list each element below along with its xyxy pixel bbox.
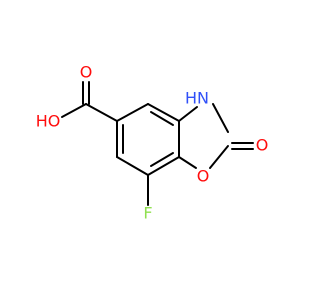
bond-c2ring-o	[209, 145, 229, 169]
carbonyl-oxygen-label: O	[80, 63, 93, 82]
bond-c3-n	[178, 106, 198, 122]
hydroxyl-label: HO	[36, 112, 61, 131]
fluorine-label: F	[143, 204, 152, 223]
nitrogen-label: N	[197, 89, 209, 108]
bond-c2-c3	[147, 103, 180, 122]
ring-oxygen-label: O	[197, 167, 210, 186]
molecule-structure: HO O N H O O F	[36, 63, 269, 223]
bond-inner-b	[150, 152, 174, 167]
bond-c4-c5	[147, 156, 180, 176]
bond-n-c2ring	[212, 103, 229, 133]
bond-o-c4	[178, 156, 197, 169]
bond-c1-carboxyl	[85, 103, 118, 122]
bond-inner-a	[150, 111, 174, 126]
lactam-oxygen-label: O	[256, 136, 269, 155]
molecule-canvas: HO O N H O O F	[35, 62, 269, 223]
bond-lines	[61, 81, 254, 206]
bond-c1-c2	[116, 103, 149, 122]
nitrogen-hydrogen-label: H	[185, 89, 197, 108]
bond-carboxyl-oh	[61, 103, 87, 118]
bond-c5-c6	[116, 156, 149, 176]
